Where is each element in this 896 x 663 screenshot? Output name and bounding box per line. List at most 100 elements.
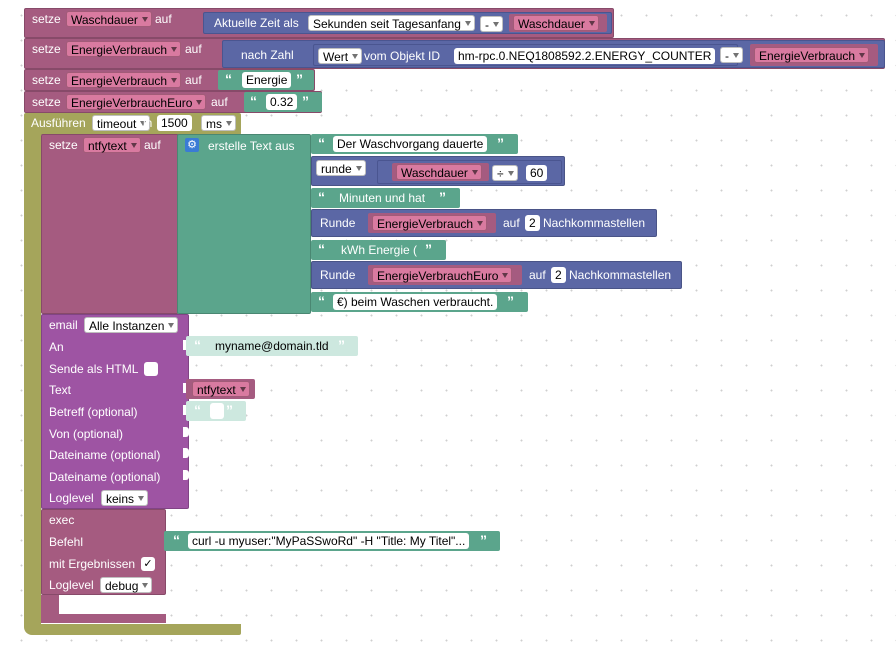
auf-label: auf [155,12,172,26]
round-decimals-block-1[interactable]: Runde EnergieVerbrauch auf 2 Nachkommast… [311,209,657,237]
set-energieverbrauch-text-block[interactable]: setze EnergieVerbrauch auf “ Energie ” [24,69,315,91]
var-getter-waschdauer-3[interactable]: Waschdauer [392,163,489,181]
gear-icon[interactable]: ⚙ [185,138,199,152]
object-id-field[interactable]: hm-rpc.0.NEQ1808592.2.ENERGY_COUNTER [454,48,716,64]
nach-zahl-label: nach Zahl [241,48,294,62]
command-literal[interactable]: “ curl -u myuser:"MyPaSSwoRd" -H "Title:… [164,531,500,551]
quote-close-icon: ” [296,71,303,87]
text-literal-energie[interactable]: “ Energie ” [218,70,314,90]
var-dropdown-energieverbrauch-euro[interactable]: EnergieVerbrauchEuro [66,94,207,110]
quote-close-icon: ” [507,293,514,309]
email-to-literal[interactable]: “ myname@domain.tld ” [186,336,358,356]
get-value-block[interactable]: Wert vom Objekt ID hm-rpc.0.NEQ1808592.2… [313,44,738,66]
email-block[interactable]: email Alle Instanzen An Sende als HTML T… [41,314,189,509]
set-energieverbrauch-block[interactable]: setze EnergieVerbrauch auf nach Zahl Wer… [24,38,885,69]
auf-label-3: auf [185,73,202,87]
send-html-checkbox[interactable] [144,362,158,376]
text-field-energie[interactable]: Energie [242,72,292,88]
var-dropdown-energieverbrauch[interactable]: EnergieVerbrauch [66,41,182,57]
operator-dropdown-2[interactable]: - [720,47,743,63]
command-field[interactable]: curl -u myuser:"MyPaSSwoRd" -H "Title: M… [188,533,470,549]
mit-ergebnissen-label: mit Ergebnissen [49,557,136,571]
timeout-unit-dropdown[interactable]: ms [201,115,236,131]
text-literal-2[interactable]: “ Minuten und hat ” [311,188,460,208]
var-dropdown-waschdauer-2[interactable]: Waschdauer [513,15,599,31]
minus-block-2[interactable]: nach Zahl Wert vom Objekt ID hm-rpc.0.NE… [222,40,885,68]
ausfuehren-label: Ausführen [31,116,86,130]
quote-open-icon: “ [318,135,325,151]
betreff-field[interactable] [210,403,224,419]
set-waschdauer-block[interactable]: setze Waschdauer auf Aktuelle Zeit als S… [24,8,614,38]
exec-statement-slot [41,595,59,615]
mit-ergebnissen-checkbox[interactable]: ✓ [141,557,155,571]
var-getter-energieverbrauch[interactable]: EnergieVerbrauch [750,44,878,66]
divide-operator-dropdown[interactable]: ÷ [492,165,518,181]
email-loglevel-dropdown[interactable]: keins [101,490,149,506]
var-dropdown-waschdauer-3[interactable]: Waschdauer [396,164,482,180]
value-type-dropdown[interactable]: Wert [318,48,363,64]
exec-loglevel-dropdown[interactable]: debug [100,577,153,593]
current-time-block[interactable]: Aktuelle Zeit als Sekunden seit Tagesanf… [210,14,480,32]
auf-label-r1: auf [503,216,520,230]
setze-label-4: setze [32,95,61,109]
var-dropdown-energieverbrauch-2[interactable]: EnergieVerbrauch [754,47,870,63]
var-getter-waschdauer[interactable]: Waschdauer [509,14,607,32]
von-label: Von (optional) [49,427,124,441]
befehl-label: Befehl [49,535,84,549]
text-field-4[interactable]: €) beim Waschen verbraucht. [333,294,498,310]
quote-close-icon: ” [425,241,432,257]
text-literal-1[interactable]: “ Der Waschvorgang dauerte ” [311,134,518,154]
divisor-field[interactable]: 60 [526,165,548,181]
timeout-var-dropdown[interactable]: timeout [92,115,151,131]
var-dropdown-waschdauer[interactable]: Waschdauer [66,11,152,27]
email-to-field[interactable]: myname@domain.tld [215,339,329,353]
an-label: An [49,340,64,354]
auf-label-4: auf [211,95,228,109]
var-getter-energieverbrauch-euro-2[interactable]: EnergieVerbrauchEuro [368,265,522,285]
input-socket [183,470,189,480]
loglevel-label: Loglevel [49,491,94,505]
text-field-032[interactable]: 0.32 [266,94,298,110]
var-dropdown-energieverbrauch-euro-2[interactable]: EnergieVerbrauchEuro [372,267,513,283]
operator-dropdown[interactable]: - [480,16,503,32]
round-decimals-block-2[interactable]: Runde EnergieVerbrauchEuro auf 2 Nachkom… [311,261,682,289]
decimals-field-2[interactable]: 2 [551,267,566,283]
var-dropdown-energieverbrauch-4[interactable]: EnergieVerbrauch [372,215,488,231]
text-literal-032[interactable]: “ 0.32 ” [244,92,322,112]
divide-block[interactable]: Waschdauer ÷ 60 [377,160,562,184]
set-energieverbrauch-euro-block[interactable]: setze EnergieVerbrauchEuro auf “ 0.32 ” [24,91,322,113]
timeout-block[interactable]: Ausführen timeout in 1500 ms [24,113,241,135]
email-label: email [49,318,78,332]
var-dropdown-ntfytext-2[interactable]: ntfytext [192,381,250,397]
var-dropdown-ntfytext[interactable]: ntfytext [83,137,141,153]
decimals-field-1[interactable]: 2 [525,215,540,231]
set-ntfytext-block[interactable]: setze ntfytext auf [41,134,179,314]
var-dropdown-energieverbrauch-3[interactable]: EnergieVerbrauch [66,72,182,88]
text-field-1[interactable]: Der Waschvorgang dauerte [333,136,488,152]
create-text-label: erstelle Text aus [208,139,295,153]
setze-label-3: setze [32,73,61,87]
quote-open-icon: “ [173,532,180,548]
text-literal-4[interactable]: “ €) beim Waschen verbraucht. ” [311,292,528,312]
time-mode-dropdown[interactable]: Sekunden seit Tagesanfang [308,15,475,31]
time-minus-block[interactable]: Aktuelle Zeit als Sekunden seit Tagesanf… [203,12,612,34]
var-getter-energieverbrauch-4[interactable]: EnergieVerbrauch [368,213,496,233]
text-literal-3[interactable]: “ kWh Energie ( ” [311,240,446,260]
var-getter-ntfytext[interactable]: ntfytext [186,379,255,399]
vom-objekt-label: vom Objekt ID [364,49,441,63]
text-field-2[interactable]: Minuten und hat [339,191,426,205]
timeout-value-field[interactable]: 1500 [157,115,192,131]
text-field-3[interactable]: kWh Energie ( [341,243,418,257]
round-mode-dropdown[interactable]: runde [316,160,366,176]
quote-close-icon: ” [338,337,345,353]
quote-open-icon: “ [318,293,325,309]
input-socket [183,427,189,437]
email-instance-dropdown[interactable]: Alle Instanzen [84,317,179,333]
exec-block[interactable]: exec Befehl mit Ergebnissen ✓ Loglevel d… [41,509,166,595]
round-block[interactable]: runde Waschdauer ÷ 60 [311,156,565,186]
betreff-literal[interactable]: “ ” [186,401,246,421]
text-join-block[interactable]: ⚙ erstelle Text aus [177,134,311,314]
quote-open-icon: “ [194,402,201,418]
exec-loglevel-label: Loglevel [49,578,94,592]
auf-label-r2: auf [529,268,546,282]
